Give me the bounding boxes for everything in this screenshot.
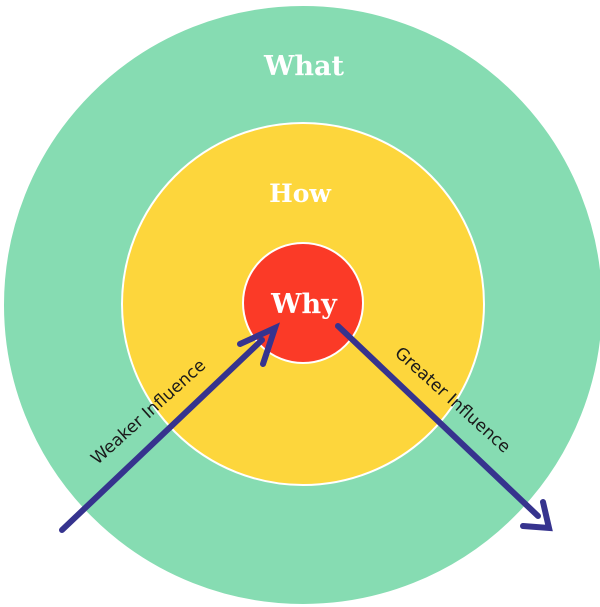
inner-circle-label: Why bbox=[270, 289, 338, 320]
outer-ring-label: What bbox=[263, 51, 344, 82]
greater-influence-arrow bbox=[335, 323, 553, 532]
middle-ring-label: How bbox=[269, 179, 332, 208]
weaker-influence-arrow bbox=[59, 322, 281, 533]
